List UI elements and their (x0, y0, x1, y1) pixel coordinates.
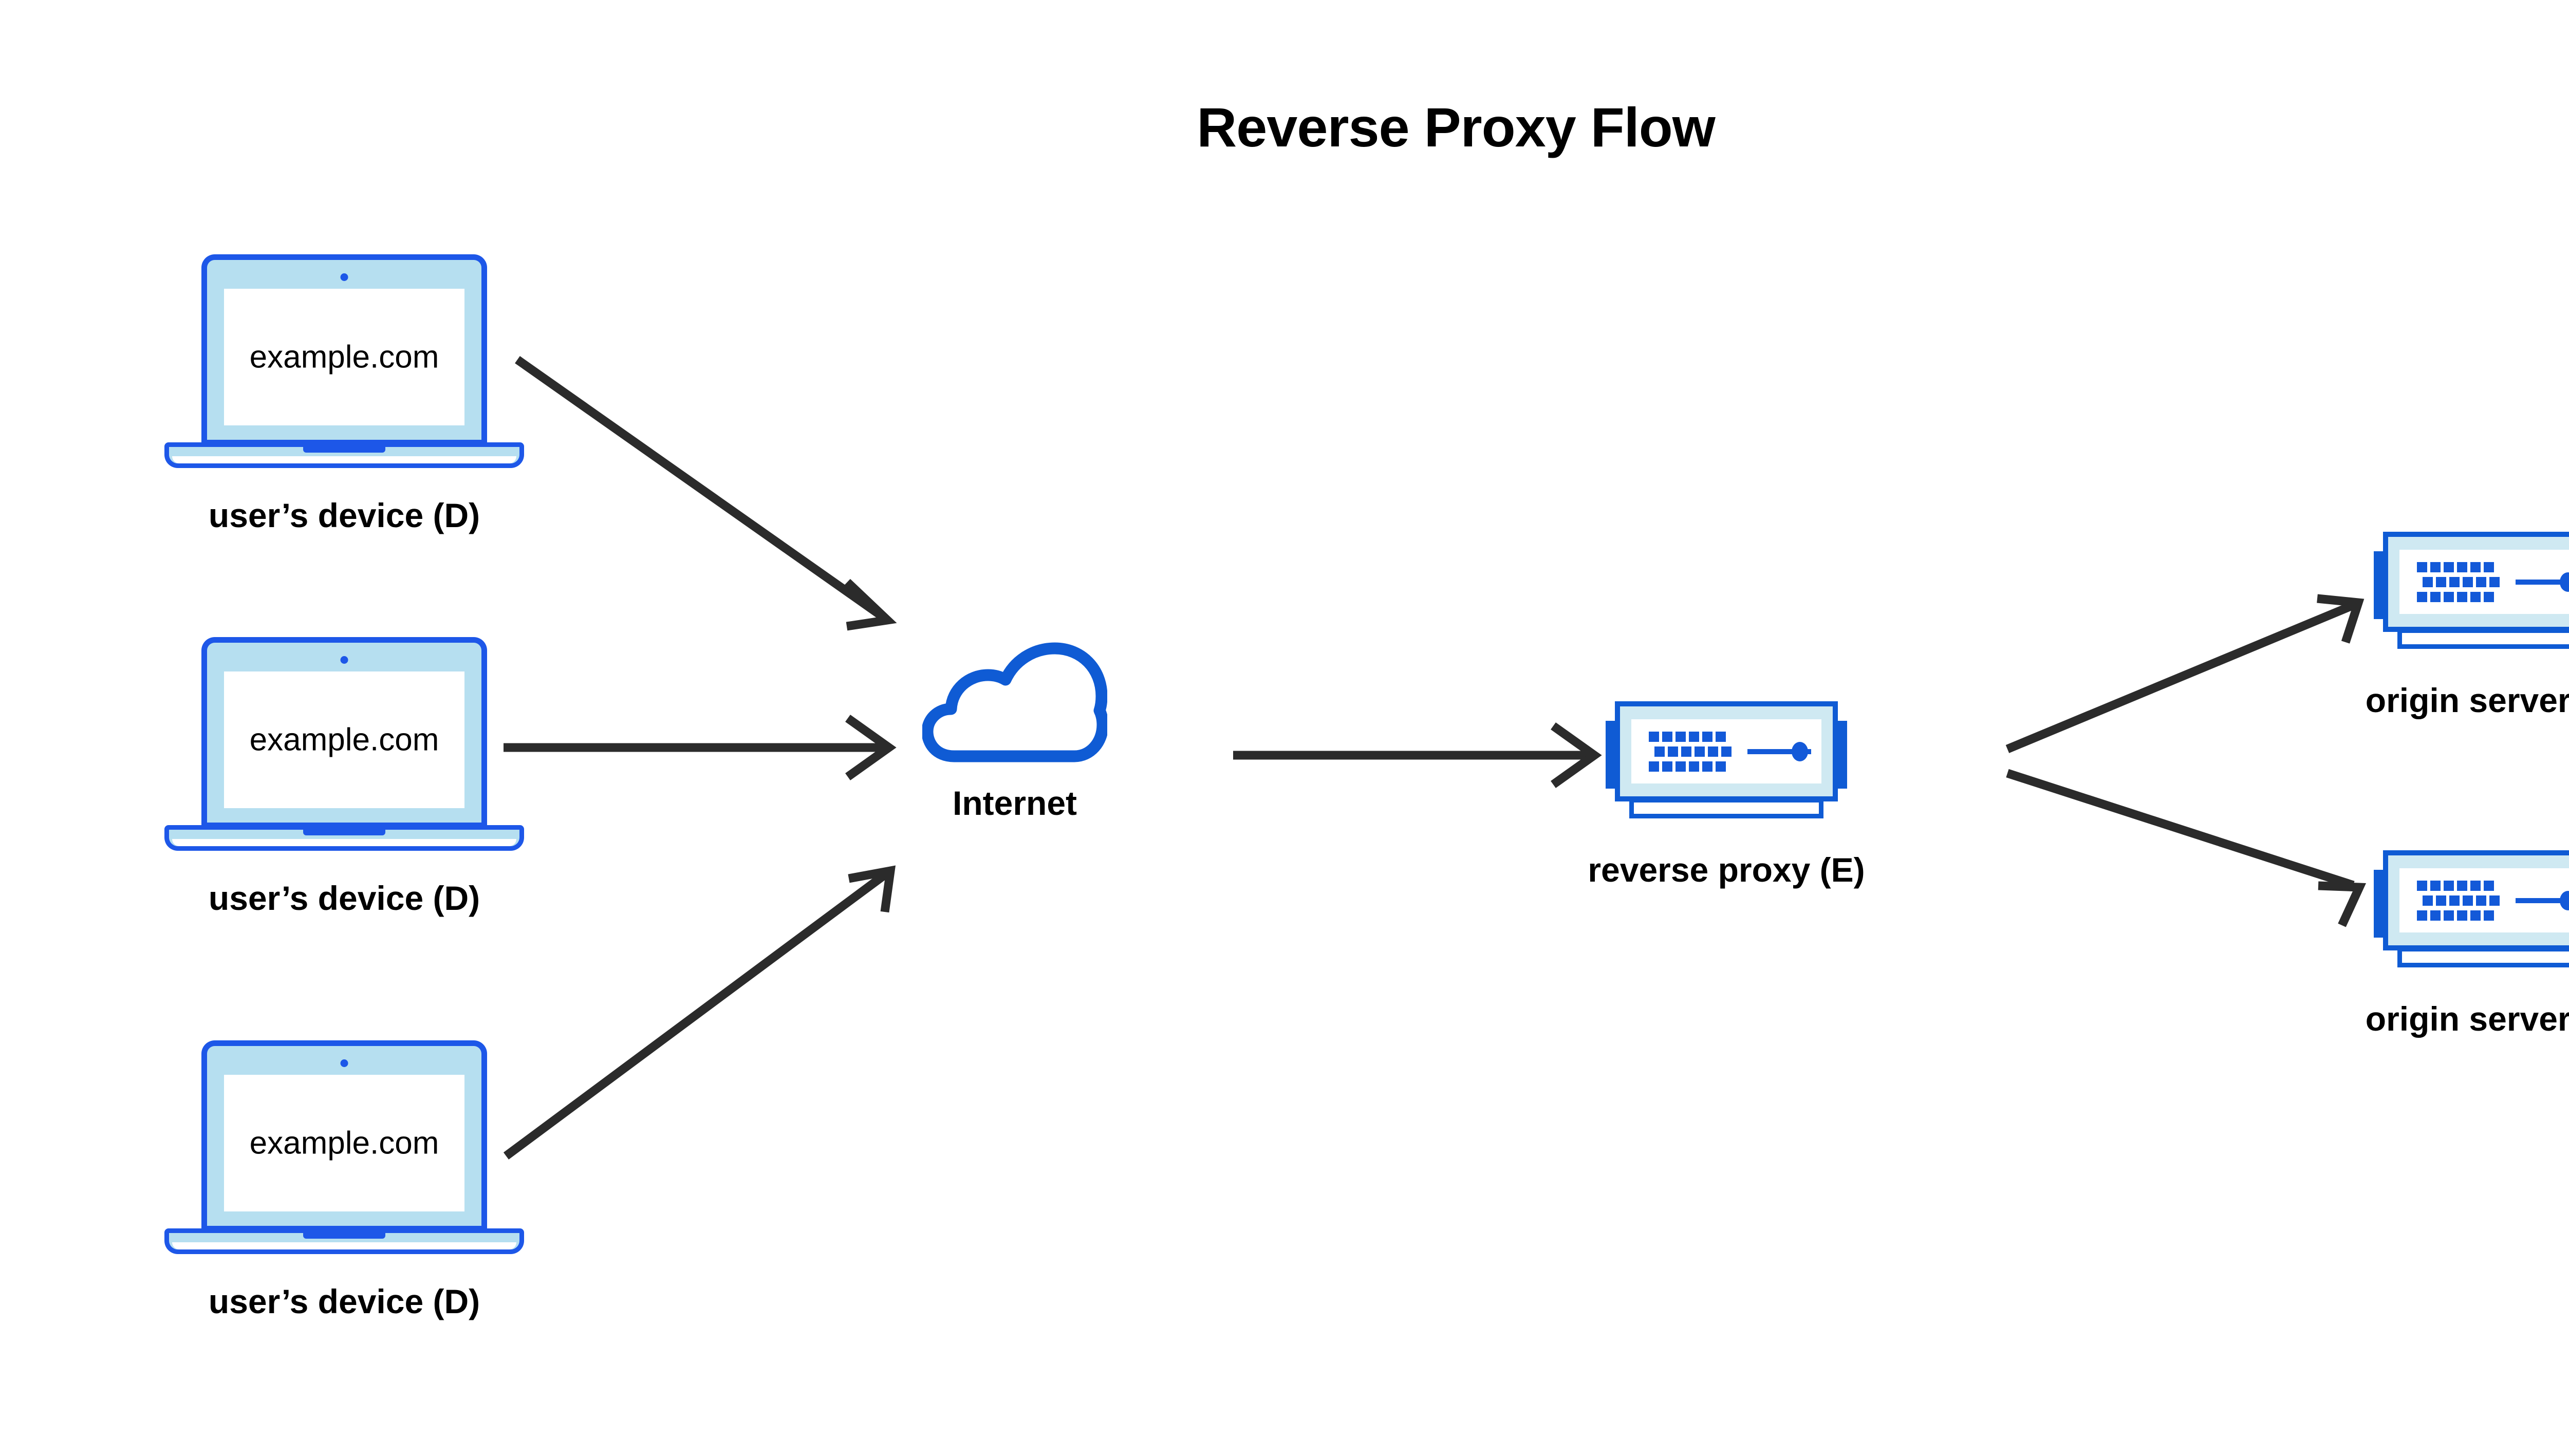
server-led-icon (2560, 890, 2569, 910)
page-title: Reverse Proxy Flow (1197, 96, 1715, 158)
server-icon (2374, 532, 2569, 650)
node-label-user-device-2: user’s device (D) (208, 879, 480, 917)
server-vent-grid (2417, 880, 2500, 921)
laptop-base (164, 1228, 524, 1254)
node-user-device-2[interactable]: example.com user’s device (D) (164, 637, 524, 917)
laptop-base (164, 825, 524, 851)
node-internet[interactable]: Internet (921, 637, 1109, 822)
server-body (1615, 701, 1838, 801)
node-label-user-device-1: user’s device (D) (208, 496, 480, 534)
server-panel (1631, 719, 1821, 783)
server-status-line (2516, 579, 2569, 585)
laptop-base-strip (172, 456, 516, 463)
camera-icon (340, 1059, 348, 1067)
node-label-reverse-proxy: reverse proxy (E) (1588, 851, 1865, 889)
node-label-user-device-3: user’s device (D) (208, 1282, 480, 1320)
arrow-device2-to-internet (504, 715, 897, 780)
camera-icon (340, 273, 348, 281)
screen-url-text: example.com (249, 1125, 439, 1161)
laptop-lid: example.com (201, 254, 487, 445)
laptop-icon: example.com (164, 1040, 524, 1256)
laptop-notch (303, 447, 385, 453)
laptop-screen: example.com (224, 289, 464, 425)
arrow-device1-to-internet (515, 356, 897, 631)
cloud-icon (921, 637, 1109, 771)
node-origin-server-2[interactable]: origin server (F) (2366, 850, 2569, 1038)
server-vent-grid (2417, 562, 2500, 602)
server-led-icon (1792, 741, 1808, 761)
node-label-origin-server-2: origin server (F) (2365, 1000, 2569, 1038)
node-label-origin-server-1: origin server (F) (2365, 681, 2569, 719)
screen-url-text: example.com (249, 722, 439, 758)
arrow-proxy-to-origin2 (2006, 769, 2367, 927)
arrow-internet-to-proxy (1233, 722, 1602, 788)
laptop-screen: example.com (224, 671, 464, 808)
node-reverse-proxy[interactable]: reverse proxy (E) (1588, 701, 1865, 889)
server-vent-grid (1649, 731, 1732, 772)
laptop-icon: example.com (164, 637, 524, 853)
arrow-device3-to-internet (503, 865, 896, 1160)
server-icon (1606, 701, 1847, 819)
server-body (2383, 850, 2569, 950)
server-icon (2374, 850, 2569, 968)
arrow-proxy-to-origin1 (2005, 594, 2365, 753)
laptop-icon: example.com (164, 254, 524, 470)
laptop-lid: example.com (201, 1040, 487, 1231)
node-label-internet: Internet (952, 784, 1077, 822)
server-status-line (2516, 898, 2569, 903)
server-panel (2399, 868, 2569, 932)
server-panel (2399, 550, 2569, 614)
laptop-notch (303, 830, 385, 835)
laptop-base-strip (172, 839, 516, 846)
node-user-device-1[interactable]: example.com user’s device (D) (164, 254, 524, 534)
laptop-base (164, 442, 524, 468)
laptop-notch (303, 1233, 385, 1239)
server-body (2383, 532, 2569, 632)
node-user-device-3[interactable]: example.com user’s device (D) (164, 1040, 524, 1320)
camera-icon (340, 656, 348, 664)
laptop-screen: example.com (224, 1075, 464, 1211)
laptop-lid: example.com (201, 637, 487, 828)
screen-url-text: example.com (249, 339, 439, 375)
server-status-line (1747, 749, 1811, 754)
laptop-base-strip (172, 1242, 516, 1249)
server-led-icon (2560, 572, 2569, 592)
node-origin-server-1[interactable]: origin server (F) (2366, 532, 2569, 719)
